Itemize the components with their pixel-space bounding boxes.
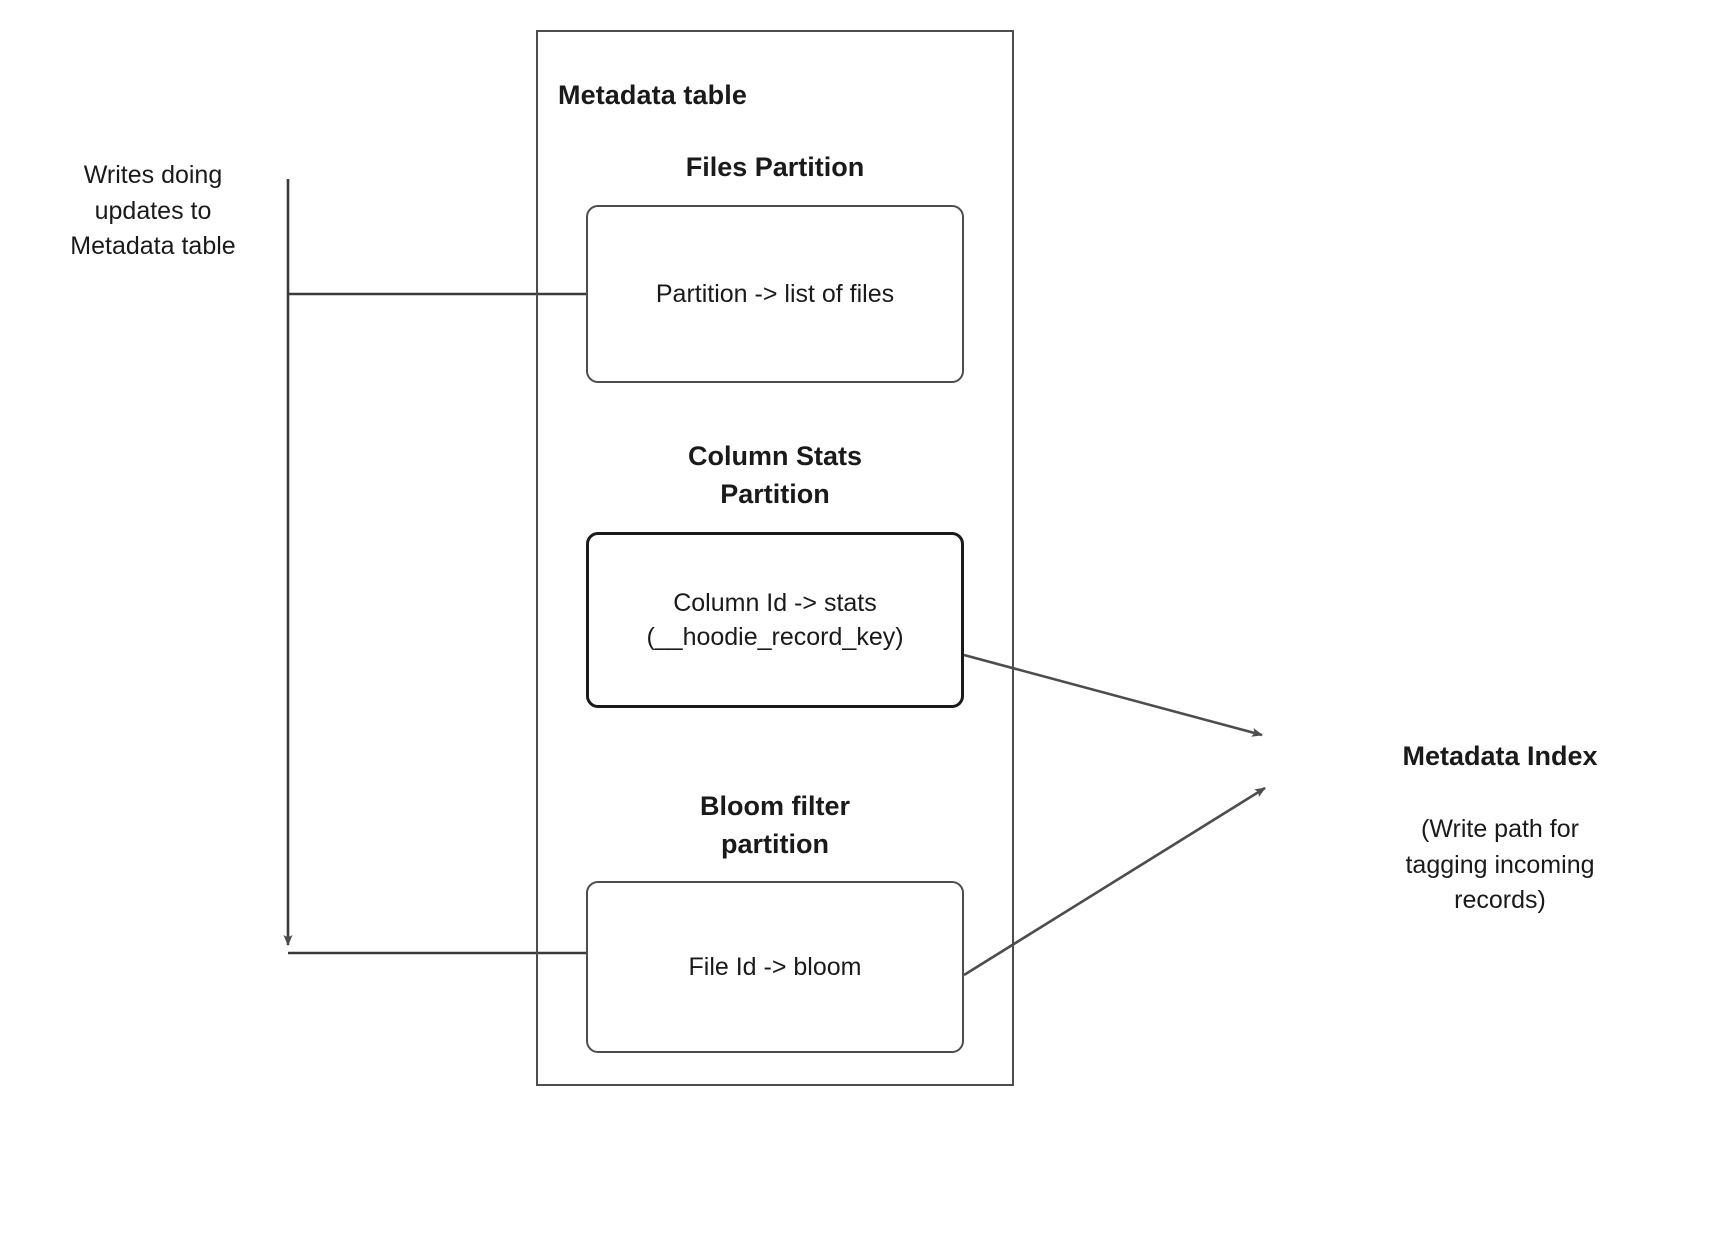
- column-stats-title-line-2: Partition: [720, 479, 830, 510]
- column-stats-partition-title: Column Stats Partition: [565, 437, 985, 514]
- writes-updates-label: Writes doing updates to Metadata table: [8, 158, 298, 265]
- column-stats-title-line-1: Column Stats: [687, 441, 862, 471]
- metadata-index-caption: (Write path for tagging incoming records…: [1290, 812, 1710, 919]
- column-stats-box: Column Id -> stats (__hoodie_record_key): [586, 532, 964, 708]
- bloom-filter-partition-title: Bloom filter partition: [565, 787, 985, 864]
- files-partition-title: Files Partition: [685, 152, 865, 182]
- column-stats-box-text: Column Id -> stats (__hoodie_record_key): [636, 586, 913, 655]
- bloom-filter-title-line-1: Bloom filter: [699, 791, 850, 821]
- writes-label-line-3: Metadata table: [70, 232, 236, 260]
- metadata-table-title: Metadata table: [558, 80, 747, 110]
- bloom-filter-box-text: File Id -> bloom: [688, 952, 862, 981]
- writes-label-line-1: Writes doing: [83, 161, 223, 189]
- metadata-table-container: [536, 30, 1014, 1086]
- bloom-filter-title-line-2: partition: [721, 829, 829, 860]
- metadata-index-caption-line-2: tagging incoming: [1405, 850, 1595, 879]
- metadata-index-title: Metadata Index: [1402, 741, 1598, 771]
- files-partition-box: Partition -> list of files: [586, 205, 964, 383]
- column-stats-box-line-1: Column Id -> stats: [673, 588, 877, 617]
- files-partition-box-text: Partition -> list of files: [655, 279, 895, 308]
- metadata-index-caption-line-3: records): [1454, 886, 1546, 914]
- writes-label-line-2: updates to: [94, 196, 212, 225]
- bloom-filter-box: File Id -> bloom: [586, 881, 964, 1053]
- metadata-index-caption-line-1: (Write path for: [1421, 815, 1579, 843]
- column-stats-box-line-2: (__hoodie_record_key): [646, 623, 904, 651]
